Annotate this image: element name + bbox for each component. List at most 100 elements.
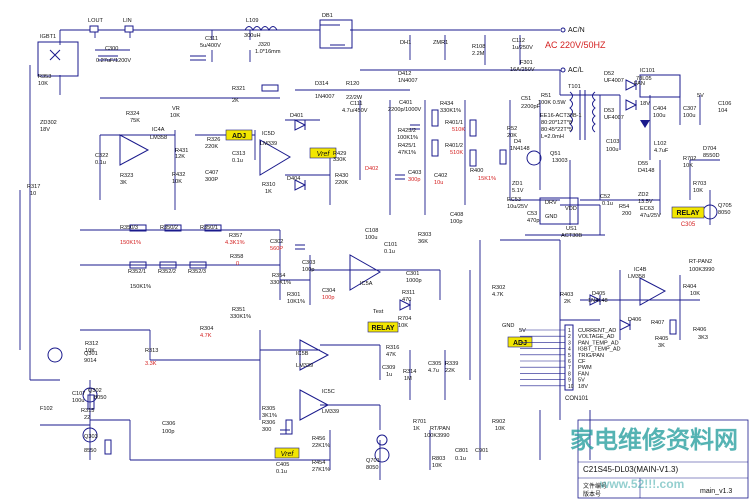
label-r339: R339 — [445, 361, 458, 367]
label-c405: C405 — [276, 462, 289, 468]
label-r305-val: 3K1% — [262, 413, 277, 419]
label-r313-val: 3.3K — [145, 361, 157, 367]
title-block: C21S45-DL03(MAIN-V1.3) 文件编号 版本号 main_v1.… — [570, 419, 749, 499]
label-r702-val: 10K — [683, 163, 693, 169]
label-d55: D55 — [638, 161, 648, 167]
label-r352-2: R352/2 — [158, 269, 176, 275]
tag-c305: C305 — [681, 222, 696, 228]
connector-pin-num: 2 — [568, 334, 571, 340]
label-zd1-val: 5.1V — [512, 188, 524, 194]
label-c322-val: 0.1u — [95, 160, 106, 166]
meta-label-1: 文件编号 — [583, 482, 607, 490]
label-transformer-4: L=2.0mH — [541, 134, 564, 140]
tag-vref: Vref — [317, 151, 331, 158]
label-r51: R51 — [541, 93, 551, 99]
connector-pin-num: 6 — [568, 359, 571, 365]
label-c51: C51 — [521, 96, 531, 102]
label-d4-val: 1N4148 — [510, 146, 530, 152]
label-5v: 5V — [697, 93, 704, 99]
label-c112-val: 1u/250V — [512, 45, 533, 51]
label-c52-val: 0.1u — [602, 201, 613, 207]
label-f301-val: 16A/250V — [510, 67, 535, 73]
connector-pin-label: CURRENT_AD — [578, 328, 616, 334]
label-c108-val: 100u — [365, 235, 377, 241]
label-r431: R431 — [175, 148, 188, 154]
label-c322: C322 — [95, 153, 108, 159]
label-ic4b: IC4B — [634, 267, 647, 273]
label-r352-1: R352/1 — [128, 269, 146, 275]
label-c302: C302 — [270, 239, 283, 245]
connector-pin-num: 4 — [568, 347, 571, 353]
label-r403-val: 2K — [564, 299, 571, 305]
label-r51-val: 100K 0.5W — [538, 100, 566, 106]
model-label: C21S45-DL03(MAIN-V1.3) — [583, 465, 678, 474]
label-q701: Q701 — [366, 458, 380, 464]
connector-pin-num: 10 — [568, 384, 574, 390]
label-f301: F301 — [520, 60, 533, 66]
label-rtpan2-val: 100K3990 — [689, 267, 715, 273]
label-c53-val: 470p — [527, 218, 539, 224]
label-c404-val: 100u — [653, 113, 665, 119]
label-ic4b-val: LM358 — [628, 274, 645, 280]
label-ic4a: IC4A — [152, 127, 165, 133]
label-r406: R406 — [693, 327, 706, 333]
label-c311: C311 — [205, 36, 218, 42]
label-ic5b-val: LM339 — [296, 363, 313, 369]
label-r326-val: 220K — [205, 144, 218, 150]
label-zd302-val: 18V — [40, 127, 50, 133]
label-q51: Q51 — [550, 151, 561, 157]
label-r350-3: R350/3 — [120, 225, 138, 231]
label-j320: J320 — [258, 42, 270, 48]
label-r400-val: 15K1% — [478, 176, 496, 182]
label-c106: C106 — [718, 101, 731, 107]
label-rtpan-val: 100K3990 — [424, 433, 450, 439]
label-dh1: DH1 — [400, 40, 411, 46]
label-r404-val: 10K — [690, 291, 700, 297]
label-r54: R54 — [619, 204, 629, 210]
label-c313-val: 0.1u — [232, 158, 243, 164]
label-r108: R108 — [472, 44, 485, 50]
label-vdd: VDD — [565, 206, 577, 212]
label-c101: C101 — [384, 242, 397, 248]
label-q302: Q302 — [88, 388, 102, 394]
connector-body — [564, 324, 574, 391]
symbols — [37, 19, 718, 463]
label-r430: R430 — [335, 173, 348, 179]
label-r434: R434 — [440, 101, 453, 107]
label-r108-val: 2.2M — [472, 51, 485, 57]
label-r401-2: R401/2 — [445, 143, 463, 149]
label-r351: R351 — [232, 307, 245, 313]
connector-pin-label: VOLTAGE_AD — [578, 334, 614, 340]
label-rtpan: RT/PAN — [430, 426, 450, 432]
label-d55-val: D4148 — [638, 168, 654, 174]
transformer-symbol — [579, 90, 586, 140]
connector-pin-num: 8 — [568, 371, 571, 377]
label-r52-val: 20K — [507, 133, 517, 139]
q51-symbol — [526, 150, 542, 166]
label-c401-val: 2200p/1000V — [388, 107, 422, 113]
wiring — [19, 24, 720, 480]
us1-symbol — [539, 197, 579, 225]
label-c111: C111 — [350, 101, 363, 107]
label-r312-val: 10K — [85, 348, 95, 354]
label-r350-vals: 150K1% — [120, 240, 141, 246]
label-r803-val: 10K — [432, 463, 442, 469]
label-lout: LOUT — [88, 18, 104, 24]
label-d52: D52 — [604, 71, 614, 77]
ic101-symbol — [639, 74, 681, 98]
label-c306: C306 — [162, 421, 175, 427]
label-r701: R701 — [413, 419, 426, 425]
label-q301: Q301 — [84, 351, 98, 357]
label-ic5d-val: LM339 — [260, 141, 277, 147]
label-r315: R315 — [81, 408, 94, 414]
connector-pin-label: PAN_TEMP_AD — [578, 340, 619, 346]
tag-relay: RELAY — [676, 210, 699, 217]
label-r454-val: 27K1% — [312, 467, 330, 473]
label-q303: Q303 — [84, 434, 98, 440]
label-c300: C300 — [105, 46, 118, 52]
connector-pin-num: 1 — [568, 328, 571, 334]
label-r431-val: 12K — [175, 154, 185, 160]
label-r352-vals: 150K1% — [130, 284, 151, 290]
label-ec63: EC63 — [640, 206, 654, 212]
